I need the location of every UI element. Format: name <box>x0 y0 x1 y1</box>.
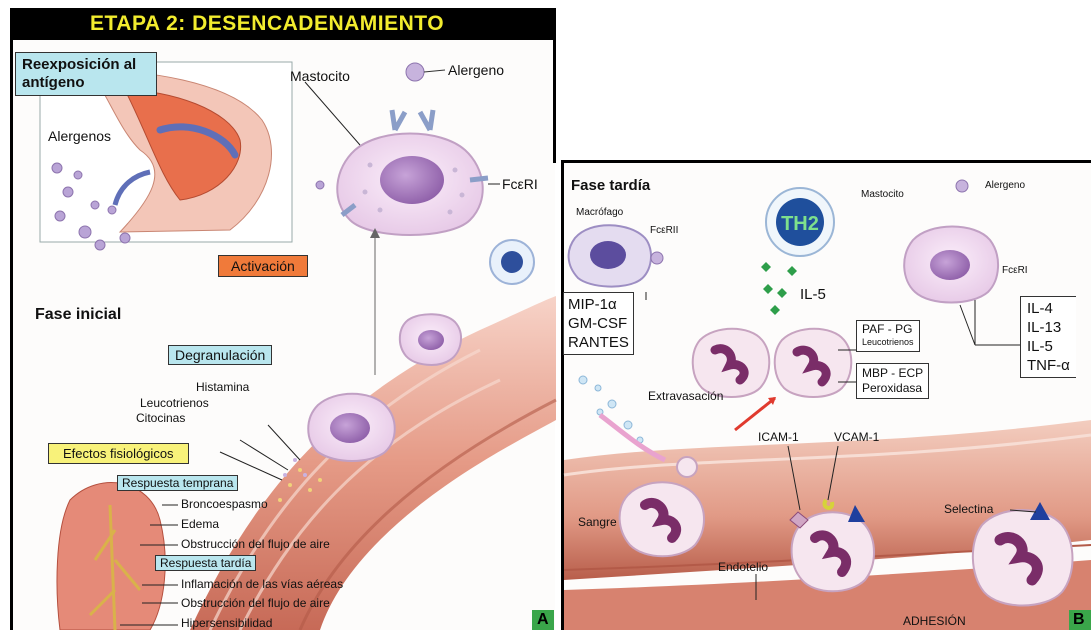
cytokine-il4: IL-4 <box>1027 299 1070 318</box>
mast-cytokines-box: IL-4 IL-13 IL-5 TNF-α <box>1020 296 1076 378</box>
early-effect-edema: Edema <box>181 517 219 531</box>
late-effect-hypersensitivity: Hipersensibilidad <box>181 616 272 630</box>
macrophage-cytokines-box: MIP-1α GM-CSF RANTES <box>563 292 634 355</box>
late-response-label: Respuesta tardía <box>155 555 256 571</box>
stage-title: ETAPA 2: DESENCADENAMIENTO <box>90 12 444 36</box>
panel-b-badge: B <box>1073 611 1085 629</box>
endothelium-label: Endotelio <box>718 560 768 574</box>
receptor-label-a: FcεRI <box>502 176 538 192</box>
panel-a-badge: A <box>537 611 549 629</box>
paf-pg-box: PAF - PG Leucotrienos <box>856 320 920 352</box>
allergen-label-b: Alergeno <box>985 180 1025 191</box>
late-effect-airflow-obstruction: Obstrucción del flujo de aire <box>181 596 330 610</box>
macrophage-receptor-label: FcεRII <box>650 225 678 236</box>
early-response-label: Respuesta temprana <box>117 475 238 491</box>
cytokine-gmcsf: GM-CSF <box>568 314 629 333</box>
reexposure-title-text: Reexposición al antígeno <box>22 56 136 91</box>
early-effect-airflow-obstruction: Obstrucción del flujo de aire <box>181 537 330 551</box>
late-phase-label: Fase tardía <box>571 177 650 194</box>
extravasation-label: Extravasación <box>648 389 723 403</box>
cytokine-il5: IL-5 <box>1027 337 1070 356</box>
mbp-ecp-box: MBP - ECP Peroxidasa <box>856 363 929 399</box>
cytokine-il13: IL-13 <box>1027 318 1070 337</box>
mediator-cytokines: Citocinas <box>136 411 185 425</box>
physiological-effects-label: Efectos fisiológicos <box>48 443 189 464</box>
svg-text:TH2: TH2 <box>781 213 819 235</box>
cytokine-mip1a: MIP-1α <box>568 295 629 314</box>
reexposure-title: Reexposición al antígeno <box>15 52 157 96</box>
cytokine-rantes: RANTES <box>568 333 629 352</box>
icam-label: ICAM-1 <box>758 430 799 444</box>
mediator-leukotrienes: Leucotrienos <box>140 396 209 410</box>
degranulation-label: Degranulación <box>168 345 272 365</box>
early-effect-bronchospasm: Broncoespasmo <box>181 497 268 511</box>
vcam-label: VCAM-1 <box>834 430 879 444</box>
macrophage-label: Macrófago <box>576 207 623 218</box>
selectin-label: Selectina <box>944 502 993 516</box>
peroxidase-text: Peroxidasa <box>862 381 923 396</box>
mediator-histamine: Histamina <box>196 380 249 394</box>
initial-phase-label: Fase inicial <box>35 306 121 324</box>
paf-pg-text: PAF - PG <box>862 323 914 336</box>
activation-label: Activación <box>218 255 308 277</box>
allergens-label: Alergenos <box>48 128 111 144</box>
mbp-ecp-text: MBP - ECP <box>862 366 923 381</box>
adhesion-label: ADHESIÓN <box>903 614 966 628</box>
late-effect-airway-inflammation: Inflamación de las vías aéreas <box>181 577 343 591</box>
allergen-label-a: Alergeno <box>448 62 504 78</box>
leukotrienes-text: Leucotrienos <box>862 336 914 349</box>
cytokine-tnfa: TNF-α <box>1027 356 1070 375</box>
blood-label: Sangre <box>578 515 617 529</box>
mast-cell-label-a: Mastocito <box>290 68 350 84</box>
receptor-label-b: FcεRI <box>1002 265 1028 276</box>
il5-label: IL-5 <box>800 286 826 303</box>
mast-cell-label-b: Mastocito <box>861 189 904 200</box>
